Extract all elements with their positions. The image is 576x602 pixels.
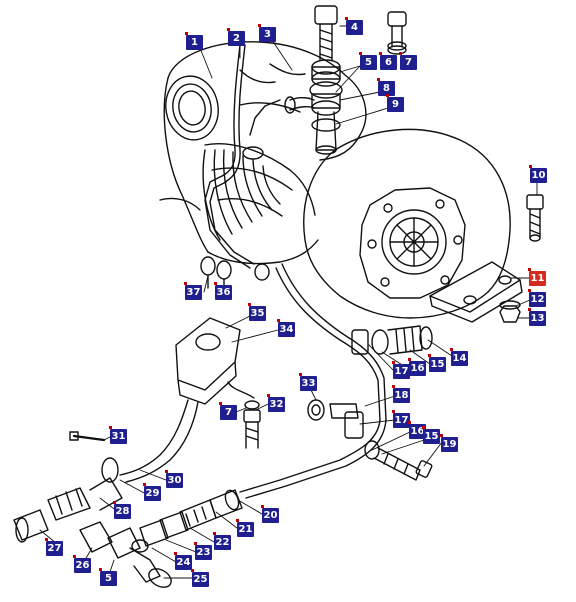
lower-fittings: [13, 457, 172, 588]
callout-35[interactable]: 35: [248, 303, 266, 321]
callout-36[interactable]: 36: [214, 282, 232, 300]
callout-33[interactable]: 33: [299, 373, 317, 391]
callout-4[interactable]: 4: [345, 17, 363, 35]
callout-30[interactable]: 30: [165, 470, 183, 488]
nut-washer-drawing: [499, 300, 521, 323]
callout-6[interactable]: 6: [379, 52, 397, 70]
callout-31[interactable]: 31: [109, 426, 127, 444]
callout-15-lower[interactable]: 15: [422, 426, 440, 444]
turbine-housing: [303, 128, 523, 323]
callout-13[interactable]: 13: [528, 308, 546, 326]
callout-5-top[interactable]: 5: [359, 52, 377, 70]
callout-29[interactable]: 29: [143, 483, 161, 501]
oil-feed-pipe: [204, 44, 264, 269]
callout-28[interactable]: 28: [113, 501, 131, 519]
callout-14[interactable]: 14: [450, 348, 468, 366]
callout-34[interactable]: 34: [277, 319, 295, 337]
callout-17-upper[interactable]: 17: [392, 361, 410, 379]
callout-32[interactable]: 32: [267, 394, 285, 412]
callout-23[interactable]: 23: [194, 542, 212, 560]
callout-5-bottom[interactable]: 5: [99, 568, 117, 586]
callout-37[interactable]: 37: [184, 282, 202, 300]
callout-7-bottom[interactable]: 7: [219, 402, 237, 420]
callout-12[interactable]: 12: [528, 289, 546, 307]
callout-10[interactable]: 10: [529, 165, 547, 183]
leader-lines: [39, 25, 538, 579]
callout-27[interactable]: 27: [45, 538, 63, 556]
callout-19[interactable]: 19: [440, 434, 458, 452]
callout-26[interactable]: 26: [73, 555, 91, 573]
callout-18[interactable]: 18: [392, 385, 410, 403]
callout-24[interactable]: 24: [174, 552, 192, 570]
callout-21[interactable]: 21: [236, 519, 254, 537]
callout-17-lower[interactable]: 17: [392, 410, 410, 428]
pipe-union-assembly: [139, 489, 243, 547]
drain-pipe: [69, 317, 261, 483]
callout-22[interactable]: 22: [213, 532, 231, 550]
compressor-housing: [159, 41, 367, 265]
callout-7-top[interactable]: 7: [399, 52, 417, 70]
oil-return-pipe: [239, 263, 433, 499]
callout-16-upper[interactable]: 16: [408, 358, 426, 376]
callout-9[interactable]: 9: [386, 94, 404, 112]
callout-15-upper[interactable]: 15: [428, 354, 446, 372]
callout-11-selected[interactable]: 11: [528, 268, 546, 286]
callout-20[interactable]: 20: [261, 505, 279, 523]
callout-25[interactable]: 25: [191, 569, 209, 587]
callout-8[interactable]: 8: [377, 78, 395, 96]
callout-16-lower[interactable]: 16: [408, 421, 426, 439]
bolt-10-drawing: [526, 194, 544, 242]
callout-1[interactable]: 1: [185, 32, 203, 50]
callout-2[interactable]: 2: [227, 28, 245, 46]
callout-3[interactable]: 3: [258, 24, 276, 42]
